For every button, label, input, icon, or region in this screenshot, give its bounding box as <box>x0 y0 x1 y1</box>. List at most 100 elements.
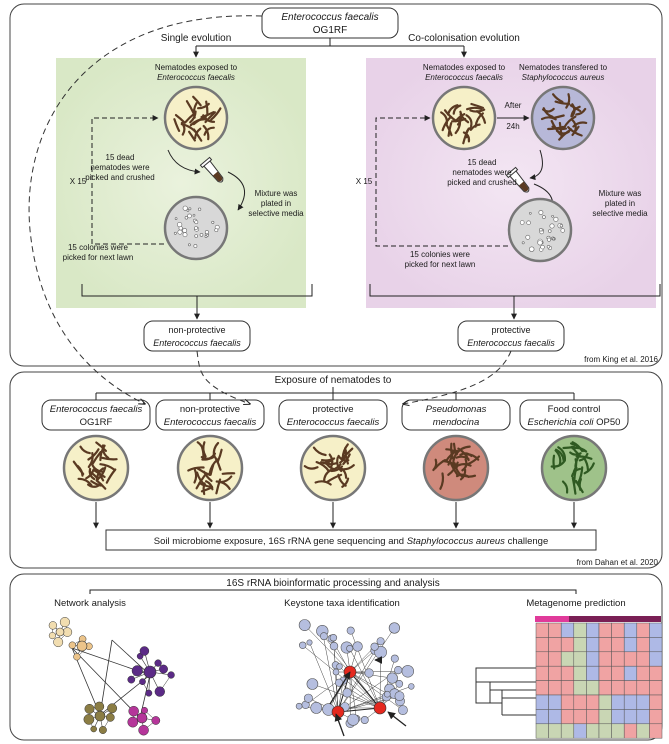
heatmap-cell <box>611 622 625 638</box>
heatmap-cell <box>649 709 663 725</box>
taxon-node <box>370 642 379 651</box>
taxon-node <box>397 705 408 715</box>
after-time: 24h <box>506 122 519 131</box>
colony <box>540 244 545 250</box>
taxon-node <box>386 672 398 684</box>
heatmap-cell <box>598 680 612 696</box>
nematode <box>326 473 343 483</box>
nematode <box>187 466 205 472</box>
heatmap-cell <box>636 723 650 739</box>
colony <box>188 207 192 211</box>
taxon-node <box>329 641 339 651</box>
network-node <box>141 706 148 714</box>
heatmap-cell <box>535 680 549 696</box>
heatmap-cell <box>649 622 663 638</box>
nematode <box>432 458 438 472</box>
carry-over-non-protective <box>196 350 250 404</box>
colony <box>539 228 543 232</box>
single-evolution-label: Single evolution <box>161 33 232 44</box>
repeat-label-right: X 15 <box>356 177 373 186</box>
carry-over-protective <box>403 350 512 404</box>
nematode <box>339 449 347 464</box>
keystone-graph <box>295 619 415 737</box>
colony <box>560 228 565 233</box>
heatmap-cell <box>573 622 587 638</box>
nematode <box>314 480 332 486</box>
network-node <box>131 665 143 677</box>
nematode <box>202 124 210 141</box>
heatmap-cell <box>560 723 575 739</box>
dish-staphylococcus <box>530 85 596 151</box>
colony <box>552 237 555 241</box>
exposure-box <box>155 399 265 431</box>
nematode <box>215 480 231 490</box>
nematode <box>197 102 210 110</box>
non-protective-species: Enterococcus faecalis <box>153 338 241 348</box>
heatmap-cell <box>623 637 638 653</box>
heatmap-cell <box>611 651 625 667</box>
heatmap-cell <box>548 709 562 725</box>
colony <box>182 232 188 238</box>
exposure-box <box>519 399 629 431</box>
mixture-label-3: selective media <box>248 209 304 218</box>
taxon-node <box>295 702 303 710</box>
heatmap-cell <box>636 622 650 638</box>
colony <box>546 245 551 249</box>
nematode <box>456 110 463 126</box>
exposure-box-line1: non-protective <box>180 404 240 415</box>
nematode <box>540 116 557 121</box>
heatmap-cell <box>586 665 600 681</box>
nematode <box>210 107 222 121</box>
nematode <box>209 463 215 476</box>
nematode <box>342 453 351 466</box>
taxon-node <box>306 678 319 690</box>
heatmap-cell <box>548 665 562 681</box>
heatmap-cell <box>649 651 663 667</box>
nematode <box>569 451 582 456</box>
network-node <box>138 724 149 736</box>
heatmap-cell <box>560 665 575 681</box>
network-analysis-label: Network analysis <box>54 598 126 609</box>
nematode <box>99 463 116 471</box>
taxon-node <box>303 693 313 703</box>
nematode <box>194 127 202 140</box>
dish-right-nematodes <box>431 85 497 151</box>
heatmap-cell <box>573 665 587 681</box>
heatmap-cell <box>598 723 612 739</box>
nematode <box>551 125 567 131</box>
network-node <box>145 689 153 697</box>
heatmap-cell <box>586 709 600 725</box>
taxon-node <box>298 619 311 631</box>
heatmap-cell <box>560 622 575 638</box>
strain-name: Enterococcus faecalis <box>281 12 378 23</box>
colony <box>528 212 532 215</box>
taxon-node <box>408 683 415 690</box>
network-node <box>98 726 107 734</box>
nematode <box>200 486 214 493</box>
heatmap-cell <box>611 723 625 739</box>
nematode <box>88 470 100 481</box>
nematode <box>174 114 186 124</box>
colonies-label-right-1: 15 colonies were <box>410 250 471 259</box>
heatmap-cell <box>548 622 562 638</box>
network-hub <box>55 627 65 637</box>
nematode <box>571 103 576 117</box>
left-exposed-species: Enterococcus faecalis <box>157 73 235 82</box>
panel-b: Exposure of nematodes to Enterococcus fa… <box>9 371 663 569</box>
nematode <box>452 104 462 115</box>
network-node <box>48 621 58 630</box>
colony <box>211 220 215 224</box>
nematode <box>87 448 100 461</box>
nematode <box>189 110 197 124</box>
heatmap-cell <box>611 694 625 710</box>
co-colonisation-label: Co-colonisation evolution <box>408 33 520 44</box>
heatmap-cell <box>548 723 562 739</box>
nematode <box>192 95 202 107</box>
network-node <box>139 646 150 656</box>
taxon-node <box>306 639 313 646</box>
heatmap-cell <box>586 651 600 667</box>
exposure-box <box>401 399 511 431</box>
heatmap-cell <box>636 709 650 725</box>
dead-label-right-1: 15 dead <box>468 158 497 167</box>
processing-bracket <box>89 589 577 594</box>
